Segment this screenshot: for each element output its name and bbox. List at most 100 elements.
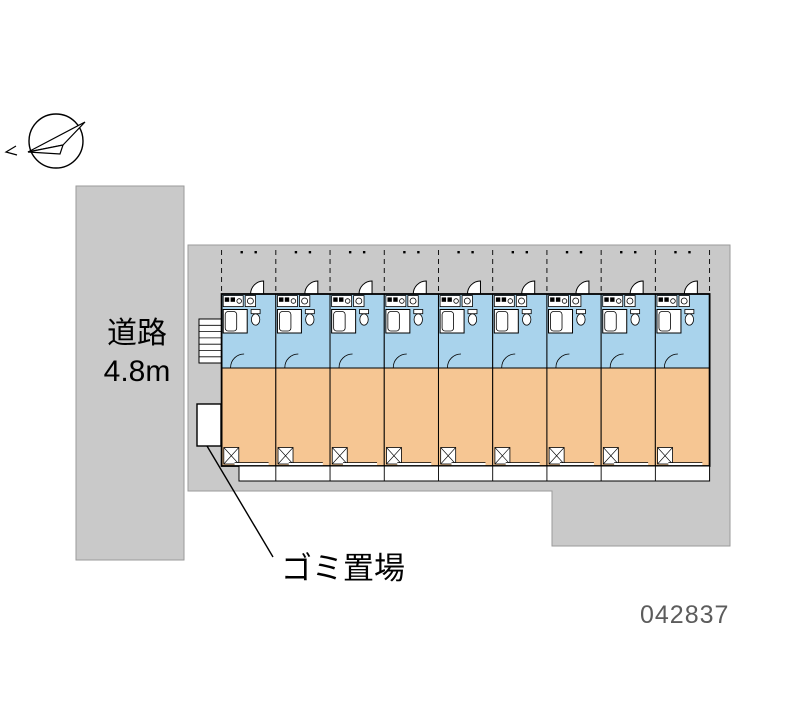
parking-mark [457,251,460,254]
plan-number: 042837 [640,601,730,629]
interior-door-arc [338,353,353,368]
compass-circle [28,113,84,169]
bathtub-icon [550,311,563,332]
apartment-unit-2 [275,280,331,467]
kitchen-sink-icon [561,298,568,304]
washing-machine-icon [461,295,473,308]
toilet-tank-icon [359,309,369,315]
balcony-strip [238,465,711,482]
parking-mark [362,251,366,254]
closet-cross-lines [603,447,619,465]
interior-door-arc [609,353,624,368]
parking-area [221,250,711,291]
toilet-tank-icon [467,309,478,315]
road-label-text: 道路 [107,317,167,350]
interior-door-arc [392,353,407,368]
apartment-unit-1 [221,280,277,467]
parking-mark [403,251,406,254]
building-units [221,280,711,467]
bathtub-icon [441,311,454,332]
toilet-icon [684,313,694,326]
parking-mark [471,251,474,254]
bathtub-icon [604,311,617,332]
apartment-unit-5 [437,280,494,467]
closet-cross-lines [548,447,565,465]
toilet-tank-icon [576,309,586,315]
washing-machine-icon [570,295,582,308]
balcony [238,465,711,482]
garbage-label: ゴミ置場 [281,551,405,586]
closet-cross-lines [332,447,348,465]
closet-cross-lines [277,447,294,465]
west-arrow-icon [4,145,18,156]
apartment-unit-9 [654,280,711,467]
interior-door-arc [555,353,570,368]
stove-burner-icon [658,297,663,302]
window [559,462,594,466]
apartment-unit-3 [329,280,385,467]
washing-machine-icon [407,295,419,308]
stove-burner-icon [610,297,615,302]
bathtub-icon [279,311,292,332]
closet-cross-lines [440,447,456,465]
toilet-icon [413,313,423,326]
washing-machine-icon [515,295,528,308]
stove-burner-icon [495,297,501,302]
parking-mark [565,251,569,254]
stove-burner-icon [387,297,392,302]
window [668,462,703,466]
bathtub-icon [658,311,671,332]
toilet-tank-icon [684,309,695,315]
closet-cross-lines [494,447,511,465]
parking-mark [254,251,257,254]
kitchen-sink-icon [453,298,459,304]
garbage-leader-line [206,445,274,558]
washing-machine-drum-icon [247,297,254,305]
toilet-tank-icon [521,309,532,315]
kitchen-sink-icon [507,298,514,304]
washing-machine-drum-icon [409,297,417,305]
kitchen-sink-icon [670,298,676,304]
stove-burner-icon [664,297,669,302]
stove-burner-icon [447,297,452,302]
window [343,462,378,466]
stove-burner-icon [555,297,561,302]
bathtub-icon [333,311,346,332]
stove-burner-icon [501,297,507,302]
toilet-icon [359,313,369,326]
stove-burner-icon [279,297,284,302]
stove-burner-icon [333,297,338,302]
window [505,462,540,466]
interior-door-arc [230,353,245,368]
window [397,462,432,466]
road-strip [75,185,185,561]
stairs-icon [198,318,223,364]
parking-mark [417,251,420,254]
parking-mark [511,251,515,254]
parking-mark [620,251,623,254]
compass-needle-tail [27,144,64,155]
parking-mark [674,251,677,254]
washing-machine-drum-icon [572,297,580,305]
parking-mark [688,251,691,254]
kitchen-sink-icon [616,298,622,304]
washing-machine-drum-icon [680,297,688,305]
kitchen-sink-icon [399,298,405,304]
washing-machine-icon [299,295,311,308]
parking-mark [579,251,583,254]
parking-mark [525,251,529,254]
apartment-unit-7 [546,280,602,467]
stove-burner-icon [604,297,609,302]
interior-door-arc [663,353,678,368]
compass-icon [4,113,86,169]
kitchen-sink-icon [290,298,297,304]
washing-machine-icon [678,295,690,308]
toilet-icon [522,313,532,326]
closet-cross-lines [657,447,673,465]
toilet-tank-icon [304,309,315,315]
parking-mark [348,251,352,254]
washing-machine-drum-icon [626,297,634,305]
road-width-text: 4.8m [103,355,171,388]
